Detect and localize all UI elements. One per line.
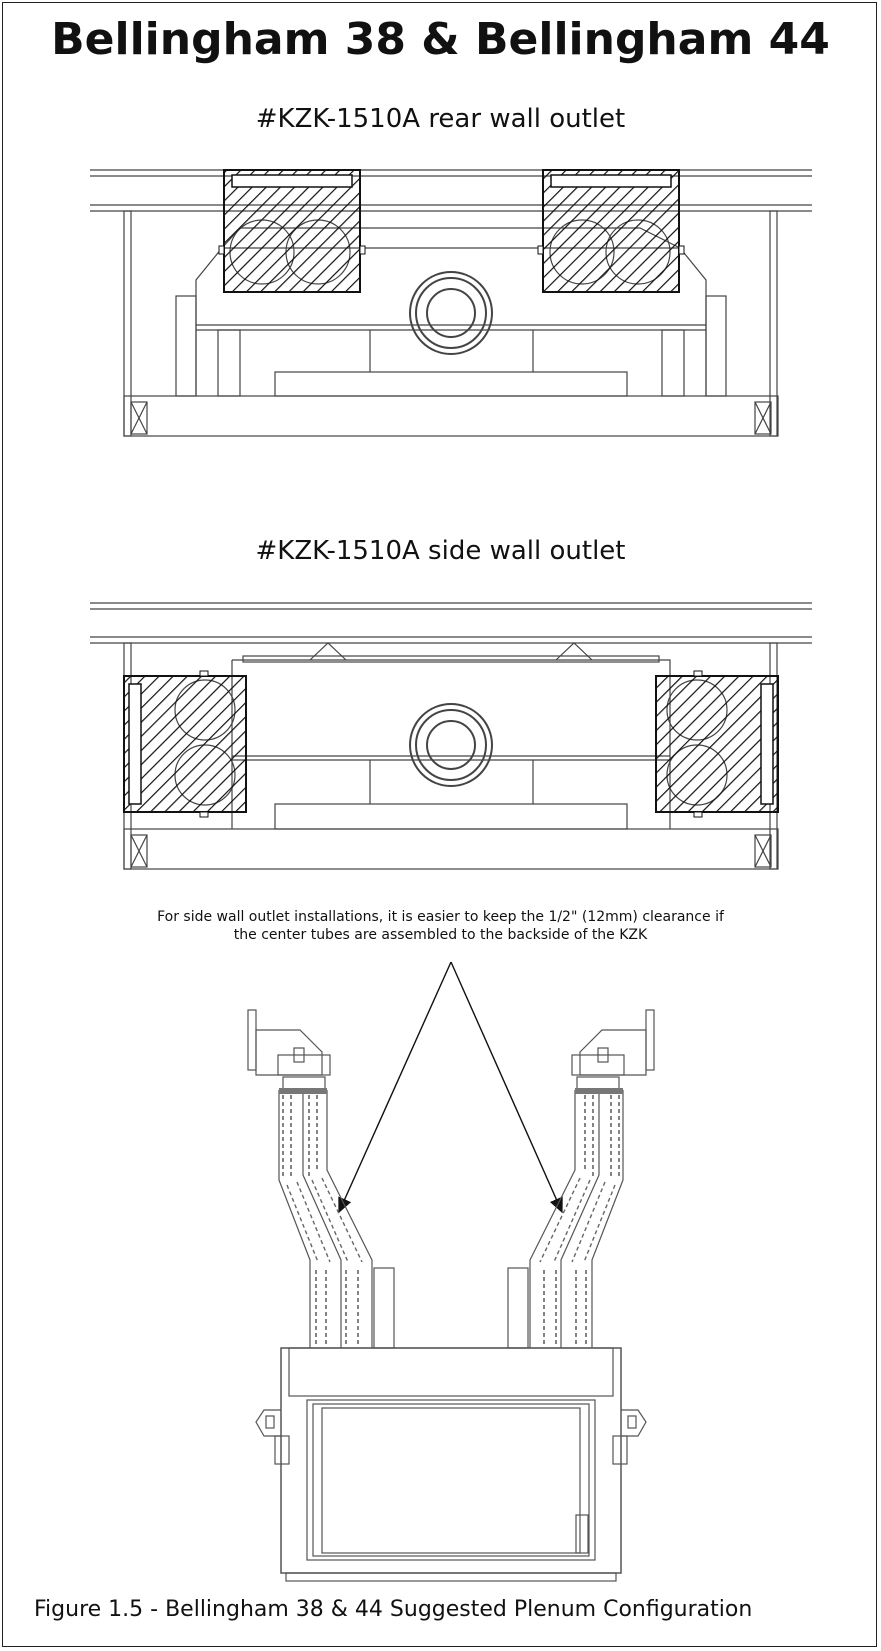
figure-caption: Figure 1.5 - Bellingham 38 & 44 Suggeste… [34, 1597, 753, 1622]
side-plenum-right [655, 670, 779, 818]
top-view-assembly [247, 1009, 655, 1582]
installation-note: For side wall outlet installations, it i… [0, 908, 881, 944]
tube-collars [279, 1088, 623, 1094]
side-plenum-left [123, 670, 247, 818]
page-title: Bellingham 38 & Bellingham 44 [51, 14, 830, 65]
side-outlet-heading: #KZK-1510A side wall outlet [255, 536, 626, 566]
note-line-2: the center tubes are assembled to the ba… [233, 927, 648, 943]
rear-plenum-left [218, 169, 366, 293]
note-line-1: For side wall outlet installations, it i… [157, 909, 724, 925]
rear-plenum-right [537, 169, 685, 293]
flex-tube-diagonal-ribs [286, 1177, 616, 1263]
rear-wall-diagram [90, 169, 812, 437]
rear-outlet-heading: #KZK-1510A rear wall outlet [255, 104, 626, 134]
flex-tube-ribs [282, 1095, 620, 1345]
callout-arrows [338, 961, 563, 1214]
